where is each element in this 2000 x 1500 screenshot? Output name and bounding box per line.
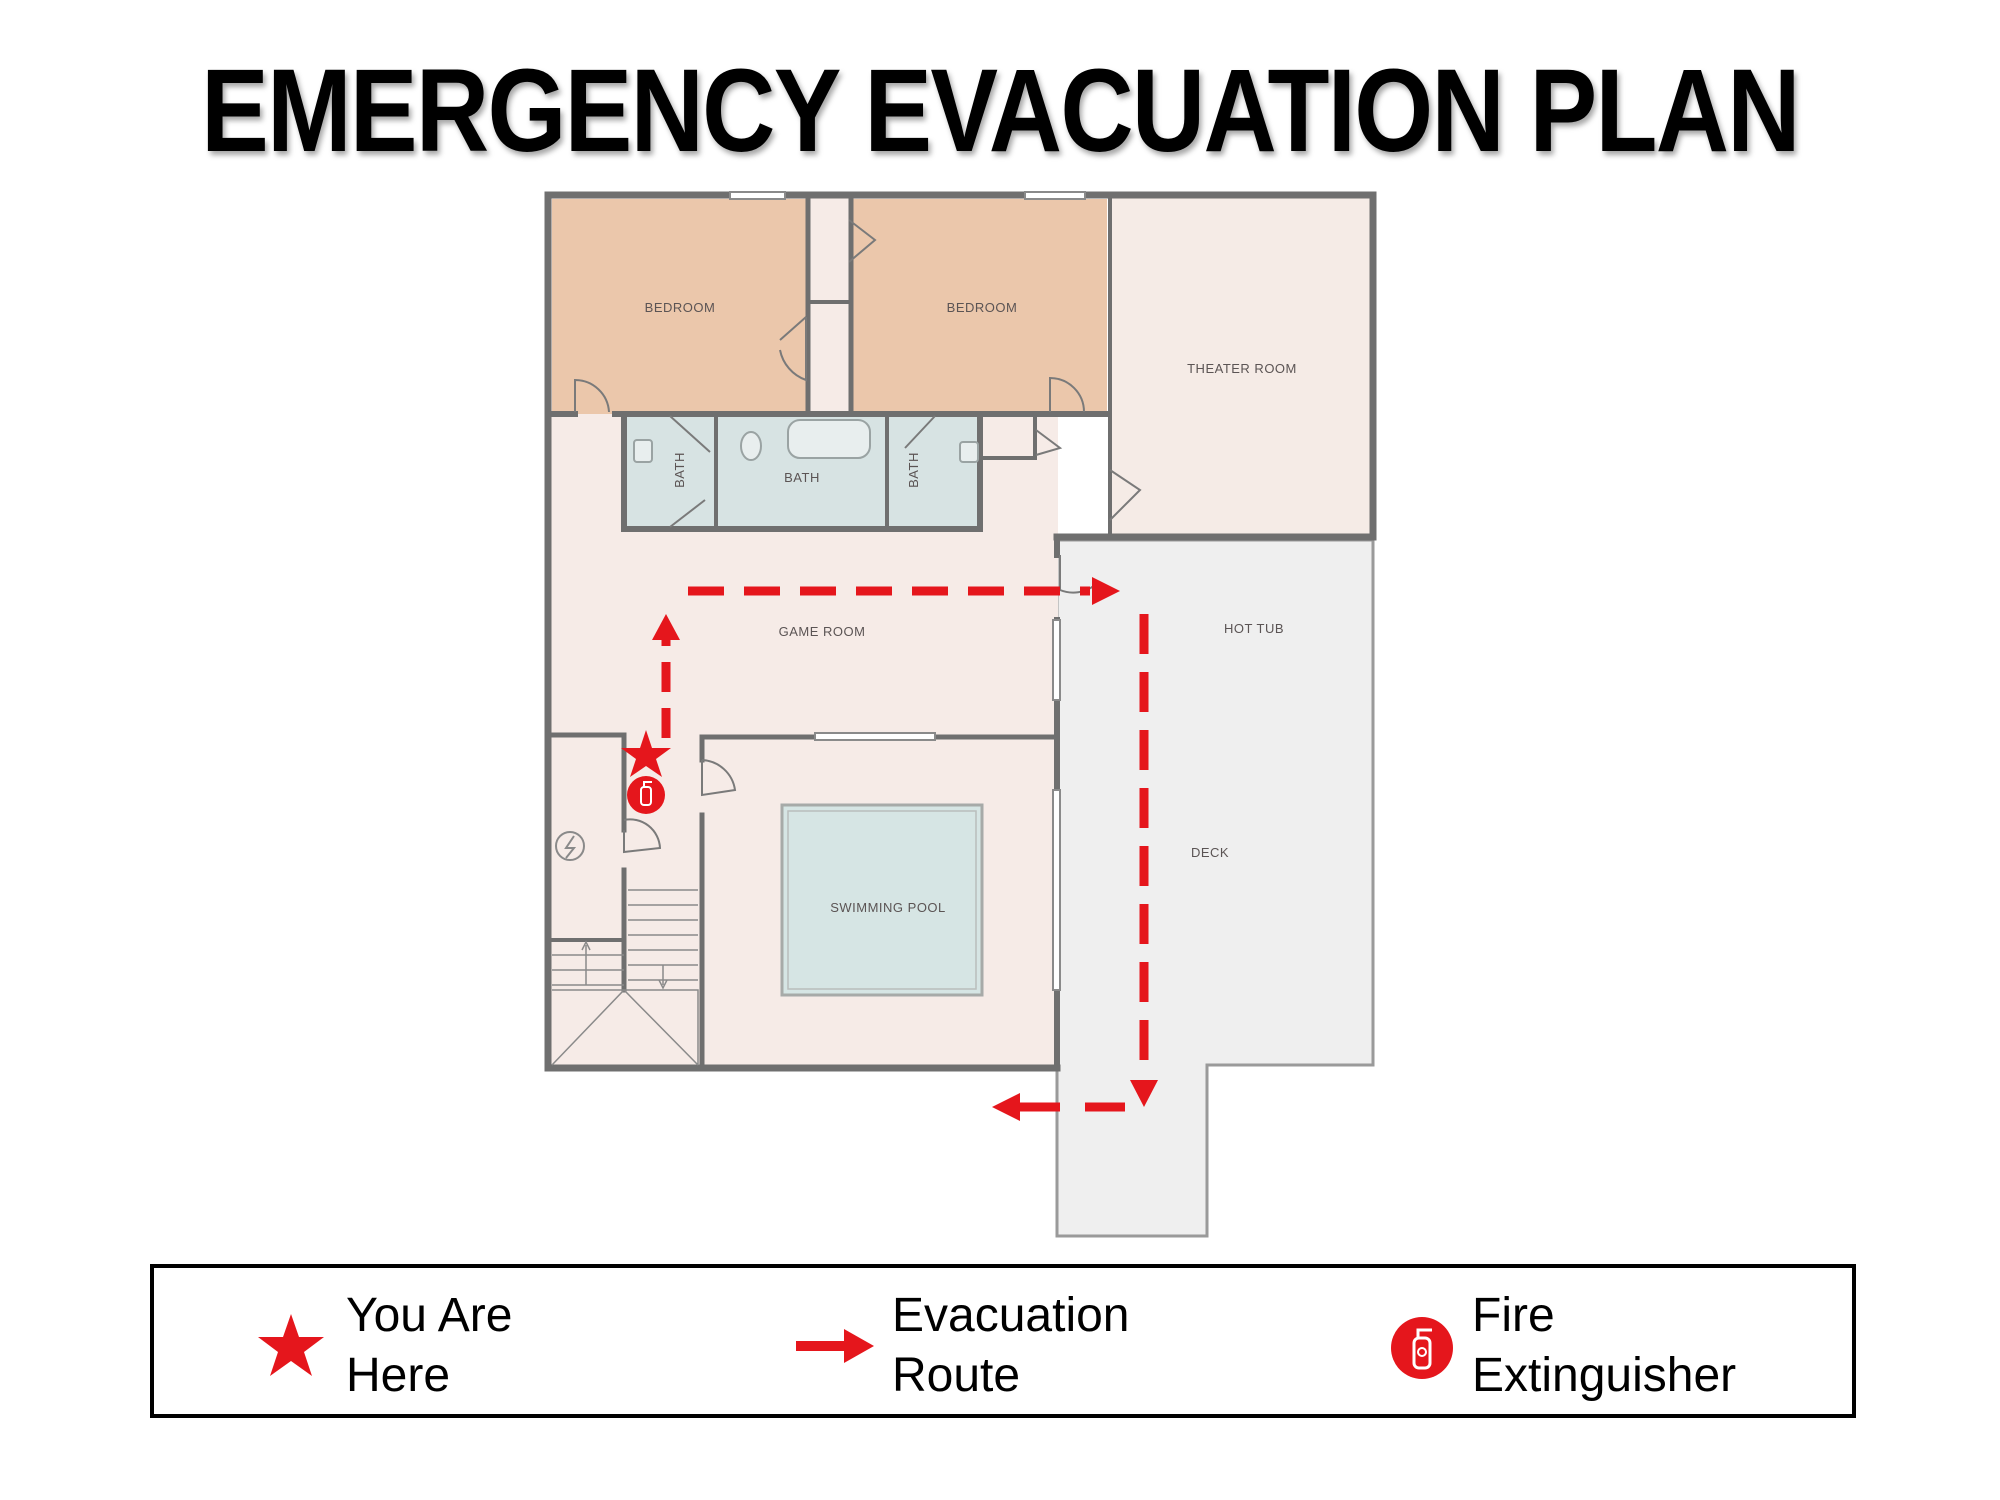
- evacuation-route: [652, 577, 1158, 1121]
- door-swings: [574, 219, 1142, 854]
- stairs: [551, 889, 699, 1066]
- room-label-bedroom-left: BEDROOM: [645, 300, 716, 315]
- legend-item-evacuation-route: Evacuation Route: [794, 1286, 1130, 1406]
- you-are-here-star-icon: [621, 730, 671, 777]
- deck-area: [1055, 538, 1375, 1238]
- arrow-right-icon: [796, 1329, 874, 1363]
- legend-label-fire-extinguisher-line2: Extinguisher: [1472, 1349, 1737, 1402]
- theater-floor: [1110, 195, 1373, 535]
- fire-extinguisher-icon: [627, 776, 665, 814]
- page-title: EMERGENCY EVACUATION PLAN: [201, 45, 1800, 177]
- swimming-pool-inner: [787, 810, 977, 990]
- legend-label-you-are-here-line2: Here: [346, 1349, 451, 1402]
- room-label-deck: DECK: [1191, 845, 1229, 860]
- legend-item-you-are-here: You Are Here: [256, 1286, 512, 1406]
- closet-floor: [810, 199, 850, 411]
- room-label-bath-center: BATH: [784, 470, 820, 485]
- legend-label-you-are-here-line1: You Are: [346, 1289, 513, 1342]
- room-label-hot-tub: HOT TUB: [1224, 621, 1284, 636]
- room-label-game-room: GAME ROOM: [779, 624, 866, 639]
- room-label-swimming-pool: SWIMMING POOL: [830, 900, 946, 915]
- windows: [729, 191, 1086, 991]
- legend: You Are Here Evacuation Route Fire Extin…: [150, 1264, 1856, 1418]
- room-label-bath-left: BATH: [672, 452, 687, 488]
- legend-label-evacuation-route-line2: Route: [892, 1349, 1021, 1402]
- fire-extinguisher-icon: [1391, 1317, 1453, 1379]
- star-icon: [258, 1314, 324, 1376]
- legend-item-fire-extinguisher: Fire Extinguisher: [1390, 1286, 1736, 1406]
- legend-label-fire-extinguisher-line1: Fire: [1472, 1289, 1555, 1342]
- legend-label-evacuation-route-line1: Evacuation: [892, 1289, 1130, 1342]
- swimming-pool: [780, 803, 984, 997]
- electrical-panel-icon: [555, 831, 585, 861]
- room-label-bath-right: BATH: [906, 452, 921, 488]
- room-label-theater: THEATER ROOM: [1187, 361, 1297, 376]
- bath-fixtures: [633, 419, 979, 463]
- room-label-bedroom-right: BEDROOM: [947, 300, 1018, 315]
- bedroom-right-floor: [852, 199, 1107, 414]
- bedroom-left-floor: [552, 199, 807, 414]
